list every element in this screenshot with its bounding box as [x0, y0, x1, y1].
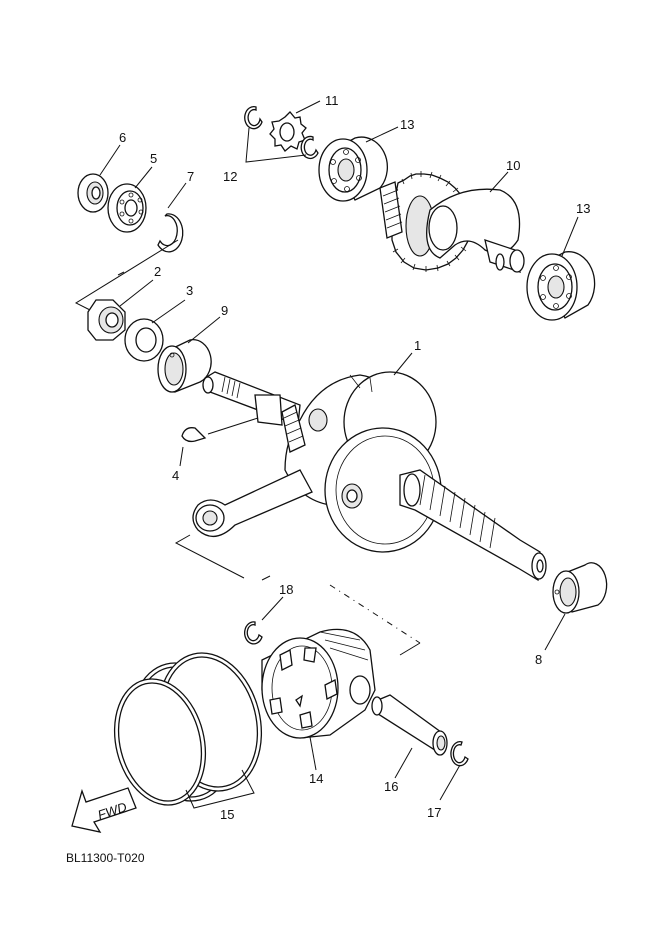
leader-11: [295, 100, 321, 114]
leader-13-lower: [561, 216, 579, 257]
leader-6: [99, 144, 121, 176]
part-17-circlip: [450, 741, 469, 767]
callout-14: 14: [309, 771, 323, 786]
callout-7: 7: [187, 169, 194, 184]
callout-13-upper: 13: [400, 117, 414, 132]
leader-16: [394, 747, 413, 779]
leader-1: [393, 352, 413, 376]
leader-4: [179, 446, 184, 467]
callout-4: 4: [172, 468, 179, 483]
group-bracket-upper: [74, 239, 179, 311]
bracket-tick-lower: [261, 575, 271, 581]
callout-10: 10: [506, 158, 520, 173]
part-2-nut: [87, 299, 126, 341]
callout-17: 17: [427, 805, 441, 820]
part-6-oil-seal: [77, 173, 109, 213]
leader-3: [151, 299, 186, 324]
leader-18: [261, 596, 284, 621]
callout-5: 5: [150, 151, 157, 166]
fwd-arrow: FWD: [71, 787, 137, 833]
group-bracket-lower-left: [174, 534, 245, 579]
callout-11: 11: [325, 93, 339, 108]
part-8-collar: [552, 562, 608, 614]
part-4-key: [181, 427, 207, 443]
callout-13-lower: 13: [576, 201, 590, 216]
part-12-circlip-b: [300, 135, 319, 160]
part-14-piston: [261, 628, 376, 739]
bracket-tick: [117, 271, 125, 276]
part-13-bearing-lower: [526, 251, 596, 321]
bracket-end: [399, 642, 421, 656]
leader-9: [187, 316, 221, 344]
leader-5: [134, 166, 153, 189]
callout-18: 18: [279, 582, 293, 597]
leader-2: [119, 279, 154, 307]
part-12-circlip-a: [244, 106, 263, 130]
leader-15: [185, 769, 255, 809]
callout-3: 3: [186, 283, 193, 298]
part-18-circlip: [244, 621, 263, 645]
callout-9: 9: [221, 303, 228, 318]
part-3-washer: [124, 318, 164, 362]
leader-lines: [99, 100, 579, 801]
part-13-bearing-upper: [318, 136, 388, 202]
callout-12: 12: [223, 169, 237, 184]
part-7-circlip: [157, 213, 184, 253]
part-15-piston-rings: [113, 652, 263, 806]
leader-4-key: [207, 417, 259, 435]
diagram-code: BL11300-T020: [66, 851, 145, 865]
callout-8: 8: [535, 652, 542, 667]
leader-10: [489, 171, 509, 193]
part-9-collar: [157, 339, 212, 393]
callout-labels: 1 2 3 4 5 6 7 8 9 10 11 12 13 13 14 15 1…: [119, 93, 590, 822]
callout-16: 16: [384, 779, 398, 794]
part-10-balancer-shaft: [379, 171, 525, 273]
centerline-crank-piston: [329, 584, 421, 644]
part-5-bearing: [107, 183, 147, 233]
leader-8: [544, 613, 566, 651]
callout-15: 15: [220, 807, 234, 822]
part-16-piston-pin: [371, 694, 448, 756]
part-1-crankshaft: [192, 371, 547, 582]
callout-2: 2: [154, 264, 161, 279]
leader-7: [167, 182, 187, 209]
callout-1: 1: [414, 338, 421, 353]
leader-14: [309, 736, 317, 771]
callout-6: 6: [119, 130, 126, 145]
leader-13-upper: [365, 126, 399, 143]
leader-12: [245, 127, 307, 163]
leader-17: [439, 764, 461, 801]
part-11-sprocket: [269, 111, 307, 152]
